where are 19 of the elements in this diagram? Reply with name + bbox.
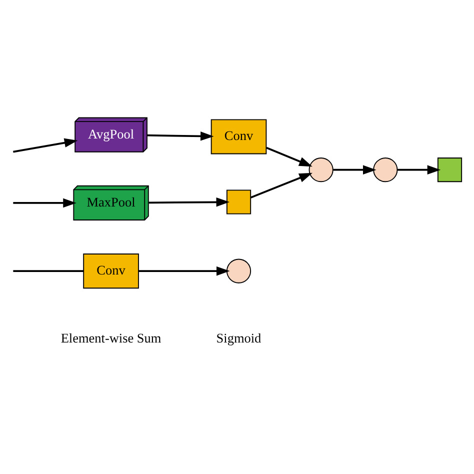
node-box <box>437 158 462 182</box>
arrow <box>266 146 312 167</box>
arrow <box>13 138 78 153</box>
arrow <box>250 172 312 198</box>
node-box <box>226 190 252 214</box>
arrow <box>138 266 230 276</box>
node-box: Conv <box>210 119 267 154</box>
legend-label: Element-wise Sum <box>60 330 162 346</box>
arrow <box>148 198 230 207</box>
connector <box>13 270 84 272</box>
arrow <box>147 132 214 141</box>
arrow <box>398 165 441 174</box>
node-circle <box>308 158 334 182</box>
arrow <box>13 198 76 208</box>
arrow <box>333 165 376 174</box>
legend-label: Sigmoid <box>216 330 262 346</box>
node-box: Conv <box>83 254 139 289</box>
node-circle <box>373 158 398 182</box>
node-circle <box>226 258 252 284</box>
